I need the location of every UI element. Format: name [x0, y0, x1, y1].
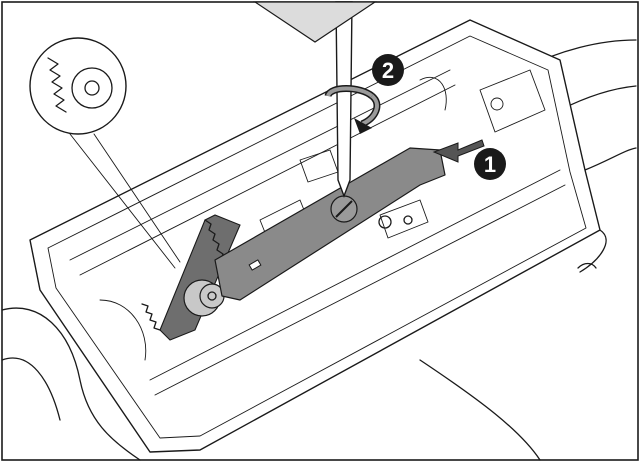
view-direction-pointer: [253, 1, 377, 43]
rotate-arrow-icon: [324, 85, 381, 134]
release-lever: [214, 147, 446, 301]
step-1-label: 1: [484, 152, 496, 177]
detail-magnifier-icon: [29, 37, 181, 269]
step-2-badge: 2: [372, 54, 404, 86]
step-1-badge: 1: [474, 148, 506, 180]
screwdriver: [335, 1, 353, 198]
push-arrow-icon: [432, 139, 485, 163]
guide-roller: [183, 279, 225, 317]
step-2-label: 2: [382, 58, 394, 83]
